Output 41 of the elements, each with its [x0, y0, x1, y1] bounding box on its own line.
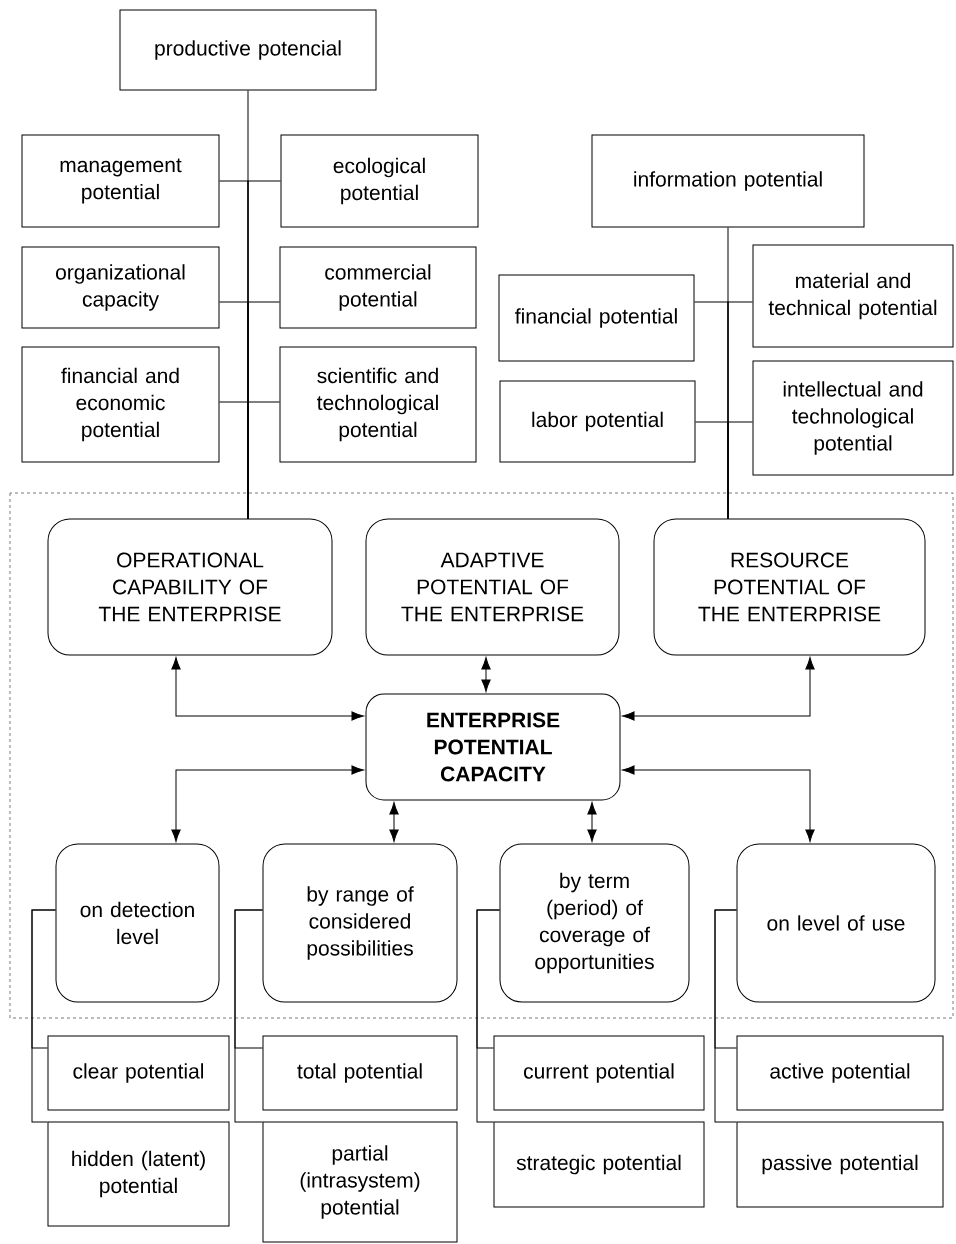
text-box: financial potential	[498, 274, 695, 362]
text-box: information potential	[591, 134, 865, 228]
double-arrow	[622, 765, 815, 842]
double-arrow	[587, 802, 597, 842]
category-box: RESOURCE POTENTIAL OF THE ENTERPRISE	[653, 518, 926, 656]
connector-line	[31, 909, 56, 1123]
double-arrow	[171, 657, 364, 721]
text-box: management potential	[21, 134, 220, 228]
text-box: current potential	[493, 1035, 705, 1111]
text-box: intellectual and technological potential	[752, 360, 954, 476]
text-box: scientific and technological potential	[279, 346, 477, 463]
text-box: material and technical potential	[752, 244, 954, 348]
connector-line	[234, 909, 263, 1123]
double-arrow	[389, 802, 399, 842]
category-box: OPERATIONAL CAPABILITY OF THE ENTERPRISE	[47, 518, 333, 656]
text-box: clear potential	[47, 1035, 230, 1111]
text-box: total potential	[262, 1035, 458, 1111]
category-box: by term (period) of coverage of opportunities	[499, 843, 690, 1003]
text-box: productive potencial	[119, 9, 377, 91]
text-box: active potential	[736, 1035, 944, 1111]
category-box: ADAPTIVE POTENTIAL OF THE ENTERPRISE	[365, 518, 620, 656]
central-box: ENTERPRISE POTENTIAL CAPACITY	[365, 693, 621, 801]
text-box: strategic potential	[493, 1121, 705, 1208]
text-box: hidden (latent) potential	[47, 1121, 230, 1227]
double-arrow	[622, 657, 815, 721]
category-box: on detection level	[55, 843, 220, 1003]
connector-line	[476, 909, 500, 1123]
text-box: financial and economic potential	[21, 346, 220, 463]
connector-line	[727, 421, 753, 519]
text-box: commercial potential	[279, 246, 477, 329]
text-box: partial (intrasystem) potential	[262, 1121, 458, 1243]
text-box: labor potential	[499, 380, 696, 463]
connector-line	[714, 909, 737, 1123]
text-box: ecological potential	[280, 134, 479, 228]
category-box: by range of considered possibilities	[262, 843, 458, 1003]
text-box: organizational capacity	[21, 246, 220, 329]
double-arrow	[481, 657, 491, 692]
connector-line	[247, 401, 280, 519]
category-box: on level of use	[736, 843, 936, 1003]
double-arrow	[171, 765, 364, 842]
text-box: passive potential	[736, 1121, 944, 1208]
